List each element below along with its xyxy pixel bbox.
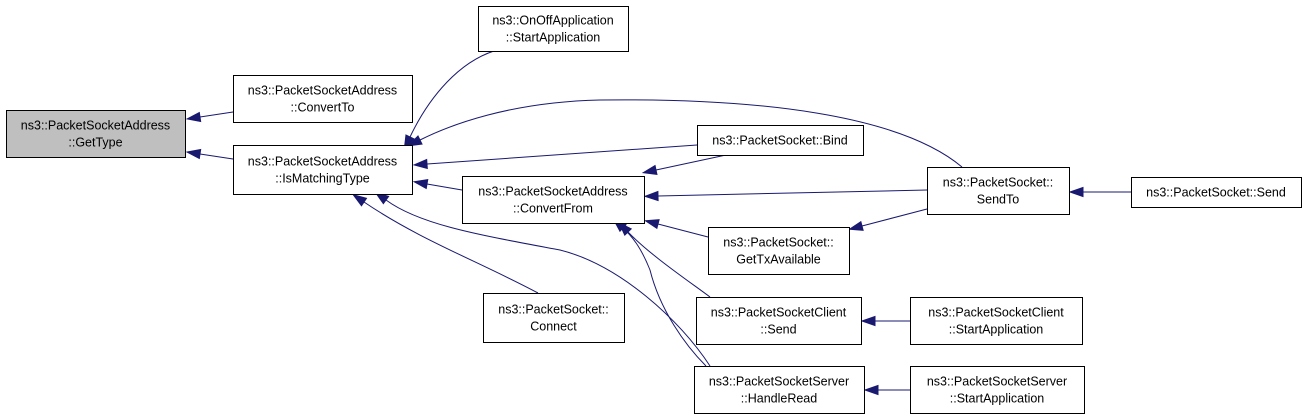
node-label-line: ns3::PacketSocketAddress [248, 155, 397, 169]
edge-arrowhead [351, 193, 368, 207]
edge-line [409, 50, 495, 138]
edge-server-start-to-server-handleread [863, 384, 910, 396]
edge-line [655, 154, 727, 171]
edge-line [426, 183, 463, 191]
edge-bind-to-ismatchingtype [412, 144, 698, 170]
node-send[interactable]: ns3::PacketSocket::Send [1131, 177, 1302, 208]
edge-line [627, 231, 711, 298]
node-label-line: ns3::PacketSocketClient [711, 306, 847, 320]
node-server-start[interactable]: ns3::PacketSocketServer::StartApplicatio… [910, 366, 1085, 414]
node-convertto[interactable]: ns3::PacketSocketAddress::ConvertTo [233, 75, 413, 123]
edge-server-handleread-to-convertfrom [612, 218, 707, 367]
node-onoff-start[interactable]: ns3::OnOffApplication::StartApplication [478, 6, 629, 52]
node-convertfrom[interactable]: ns3::PacketSocketAddress::ConvertFrom [462, 176, 645, 224]
edge-onoff-start-to-ismatchingtype [403, 50, 495, 151]
node-label-line: ::Send [760, 323, 796, 337]
edge-line [199, 111, 234, 118]
node-bind[interactable]: ns3::PacketSocket::Bind [697, 125, 864, 156]
edge-arrowhead [1068, 186, 1084, 198]
edge-line [622, 227, 707, 367]
node-label-line: Connect [530, 320, 577, 334]
edge-bind-to-convertfrom [641, 154, 727, 175]
edge-arrowhead [863, 384, 879, 396]
node-box [1131, 177, 1302, 208]
node-label-line: ns3::PacketSocketServer [709, 375, 849, 389]
node-connect[interactable]: ns3::PacketSocket::Connect [483, 293, 625, 343]
node-label-line: ns3::PacketSocket::Bind [712, 134, 848, 148]
node-box [694, 366, 865, 414]
node-box [708, 227, 850, 275]
node-label-line: ::GetType [68, 136, 122, 150]
edge-arrowhead [643, 219, 660, 230]
edge-arrowhead [412, 178, 429, 190]
node-label-line: ::StartApplication [506, 31, 601, 45]
node-label-line: GetTxAvailable [736, 253, 821, 267]
edge-arrowhead [860, 315, 876, 327]
edge-client-start-to-client-send [860, 315, 910, 327]
node-ismatchingtype[interactable]: ns3::PacketSocketAddress::IsMatchingType [233, 145, 413, 195]
node-gettxavailable[interactable]: ns3::PacketSocket::GetTxAvailable [708, 227, 850, 275]
edge-arrowhead [185, 111, 202, 123]
node-box [478, 6, 629, 52]
node-box [462, 176, 645, 224]
node-client-start[interactable]: ns3::PacketSocketClient::StartApplicatio… [910, 297, 1083, 345]
node-label-line: ns3::PacketSocketClient [928, 306, 1064, 320]
node-label-line: ns3::PacketSocket::Send [1146, 186, 1286, 200]
node-box [927, 167, 1070, 215]
edge-send-to-sendto [1068, 186, 1131, 198]
edges-layer [185, 50, 1131, 396]
edge-line [419, 99, 963, 168]
edge-arrowhead [185, 148, 202, 160]
node-label-line: ns3::PacketSocket:: [498, 303, 608, 317]
edge-arrowhead [412, 158, 428, 170]
edge-line [426, 144, 698, 165]
edge-arrowhead [847, 220, 864, 231]
node-box [910, 366, 1085, 414]
edge-line [657, 223, 709, 238]
node-label-line: ::ConvertTo [291, 101, 355, 115]
node-label-line: ::StartApplication [950, 392, 1045, 406]
nodes-layer: ns3::PacketSocketAddress::GetTypens3::Pa… [6, 6, 1302, 414]
node-label-line: ::StartApplication [949, 323, 1044, 337]
edge-arrowhead [406, 135, 423, 147]
edge-sendto-to-ismatchingtype [406, 99, 963, 168]
node-label-line: ns3::PacketSocketAddress [248, 84, 397, 98]
node-label-line: ns3::PacketSocket:: [943, 176, 1053, 190]
edge-line [199, 153, 234, 160]
edge-convertfrom-to-ismatchingtype [412, 178, 463, 191]
node-box [910, 297, 1083, 345]
edge-connect-to-ismatchingtype [351, 193, 539, 294]
node-label-line: ::ConvertFrom [513, 202, 593, 216]
node-box [233, 145, 413, 195]
edge-line [385, 199, 711, 367]
node-box [696, 297, 862, 345]
edge-line [363, 201, 539, 294]
node-sendto[interactable]: ns3::PacketSocket::SendTo [927, 167, 1070, 215]
node-box [697, 125, 864, 156]
edge-arrowhead [643, 190, 659, 202]
edge-gettxavailable-to-convertfrom [643, 219, 709, 238]
edge-ismatchingtype-to-gettype [185, 148, 234, 160]
node-server-handleread[interactable]: ns3::PacketSocketServer::HandleRead [694, 366, 865, 414]
edge-line [657, 189, 928, 197]
node-box [483, 293, 625, 343]
node-label-line: ns3::PacketSocket:: [723, 236, 833, 250]
node-label-line: SendTo [977, 193, 1019, 207]
edge-sendto-to-gettxavailable [847, 208, 928, 231]
node-label-line: ::HandleRead [741, 392, 817, 406]
edge-arrowhead [641, 164, 658, 175]
node-client-send[interactable]: ns3::PacketSocketClient::Send [696, 297, 862, 345]
edge-line [861, 208, 928, 227]
node-label-line: ns3::OnOffApplication [492, 14, 613, 28]
edge-sendto-to-convertfrom [643, 189, 928, 202]
node-gettype[interactable]: ns3::PacketSocketAddress::GetType [6, 110, 186, 158]
node-label-line: ns3::PacketSocketAddress [478, 185, 627, 199]
node-box [6, 110, 186, 158]
edge-convertto-to-gettype [185, 111, 234, 123]
node-label-line: ns3::PacketSocketServer [927, 375, 1067, 389]
node-label-line: ::IsMatchingType [275, 172, 370, 186]
node-box [233, 75, 413, 123]
node-label-line: ns3::PacketSocketAddress [21, 119, 170, 133]
